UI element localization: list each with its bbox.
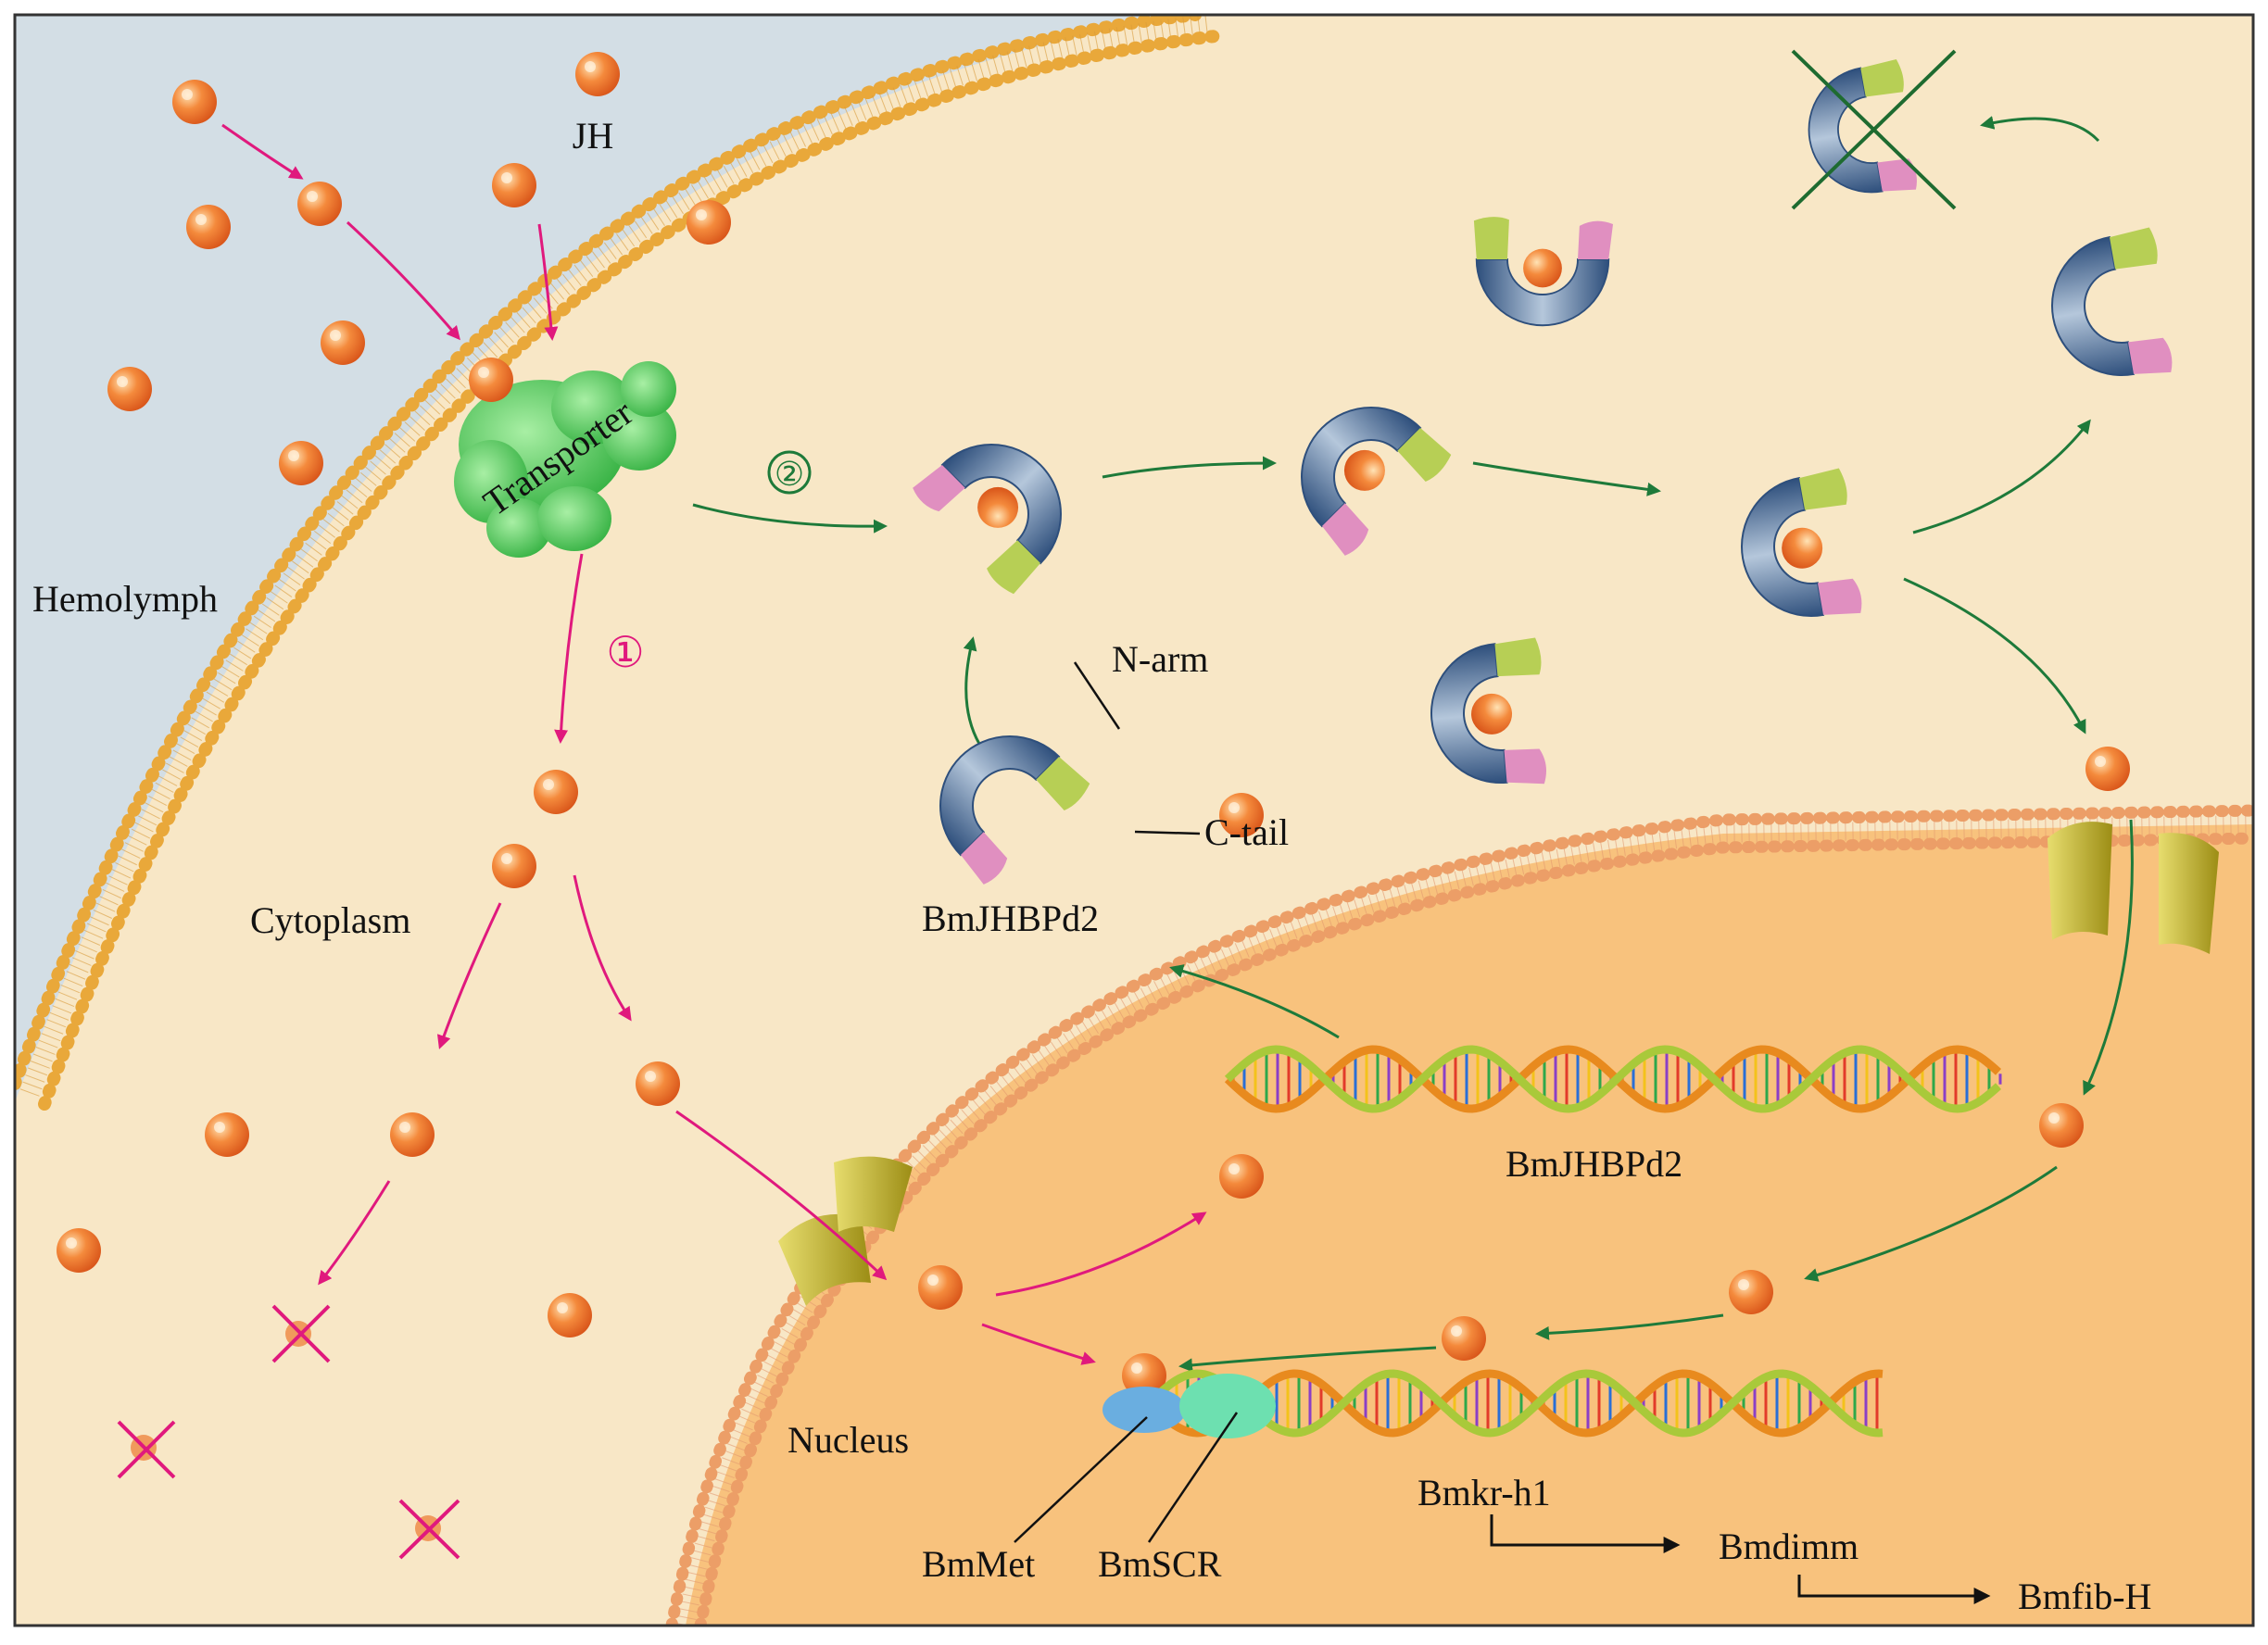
cytoplasm-label: Cytoplasm bbox=[250, 899, 410, 941]
nuclear-membrane bbox=[665, 804, 2253, 1626]
jh-molecule bbox=[492, 163, 536, 207]
jh-molecule bbox=[107, 367, 152, 411]
pathway-2-label: ② bbox=[775, 456, 804, 493]
c-tail-segment bbox=[1321, 503, 1369, 556]
dna-helix-bmjhbpd2 bbox=[1224, 1045, 2002, 1113]
bmdimm-label: Bmdimm bbox=[1719, 1526, 1858, 1567]
jh-molecules bbox=[57, 52, 2130, 1398]
n-arm-segment bbox=[1397, 427, 1452, 482]
bmjhbpd2-protein bbox=[1430, 637, 1546, 785]
jh-molecule bbox=[918, 1265, 963, 1310]
c-tail-segment bbox=[913, 464, 965, 512]
n-arm-segment bbox=[1860, 58, 1904, 97]
c-tail-segment bbox=[2127, 337, 2173, 374]
c-tail-label: C-tail bbox=[1204, 811, 1289, 853]
bmmet-protein bbox=[1102, 1387, 1186, 1433]
jh-molecule bbox=[534, 770, 578, 814]
jh-molecule bbox=[57, 1228, 101, 1273]
jh-molecule bbox=[172, 80, 217, 124]
bmjhbpd2-protein bbox=[939, 735, 1090, 885]
bmjhbpd2-protein bbox=[913, 444, 1062, 595]
jh-molecule bbox=[469, 358, 513, 402]
jh-molecule bbox=[687, 200, 731, 245]
pathway-2-marker bbox=[767, 450, 812, 495]
bmjhbpd2-protein bbox=[1808, 58, 1917, 194]
jh-molecule bbox=[321, 320, 365, 365]
gene-cascade-arrows bbox=[1490, 1514, 1991, 1604]
jh-molecule bbox=[1219, 1154, 1264, 1199]
jh-molecule bbox=[636, 1061, 680, 1106]
degraded-jh-cytoplasm bbox=[117, 1304, 460, 1560]
nucleus-label: Nucleus bbox=[788, 1419, 909, 1461]
jh-molecule bbox=[186, 205, 231, 249]
nuclear-pore-right bbox=[2048, 822, 2219, 954]
c-tail-segment bbox=[1504, 748, 1546, 785]
cell-membrane bbox=[15, 15, 1229, 1111]
figure-frame bbox=[13, 13, 2255, 1627]
bmfib-h-label: Bmfib-H bbox=[2018, 1576, 2151, 1617]
jh-molecule bbox=[1219, 793, 1264, 837]
n-arm-segment bbox=[1798, 468, 1847, 510]
jh-label: JH bbox=[573, 115, 613, 157]
bmmet-label: BmMet bbox=[922, 1543, 1035, 1585]
degraded-protein-cross bbox=[1791, 49, 1957, 210]
bmjhbpd2-protein bbox=[1301, 407, 1452, 556]
c-tail-segment bbox=[1877, 158, 1917, 192]
jh-molecule bbox=[1442, 1316, 1486, 1361]
n-arm-segment bbox=[1494, 637, 1542, 677]
bmkr-h1-label: Bmkr-h1 bbox=[1418, 1472, 1551, 1513]
jh-molecule bbox=[575, 52, 620, 96]
bmscr-label: BmSCR bbox=[1098, 1543, 1222, 1585]
pathway-1-arrows bbox=[221, 123, 1207, 1365]
jh-molecule bbox=[279, 441, 323, 485]
n-arm-segment bbox=[1036, 756, 1090, 810]
c-tail-segment bbox=[1578, 220, 1613, 259]
c-tail-segment bbox=[960, 832, 1008, 885]
n-arm-segment bbox=[1473, 217, 1509, 259]
jh-molecule bbox=[2039, 1103, 2084, 1148]
n-arm-label: N-arm bbox=[1112, 638, 1208, 680]
c-tail-segment bbox=[1817, 578, 1862, 615]
jh-molecule bbox=[1122, 1353, 1166, 1398]
degraded-jh-1 bbox=[271, 1304, 331, 1363]
bmjhbpd2-protein-label: BmJHBPd2 bbox=[922, 898, 1099, 939]
jh-molecule bbox=[1729, 1270, 1773, 1314]
jh-molecule bbox=[548, 1293, 592, 1337]
degraded-jh-3 bbox=[398, 1499, 460, 1560]
bmjhbpd2-protein bbox=[1473, 217, 1613, 327]
bmjhbpd2-protein bbox=[1741, 468, 1862, 617]
bmjhbpd2-protein bbox=[2051, 227, 2173, 376]
bmjhbpd2-gene-label: BmJHBPd2 bbox=[1506, 1143, 1682, 1185]
bmjhbpd2-proteins bbox=[913, 58, 2173, 885]
hemolymph-label: Hemolymph bbox=[32, 578, 218, 620]
jh-molecule bbox=[492, 844, 536, 888]
transporter: Transporter bbox=[454, 361, 676, 558]
jh-molecule bbox=[297, 182, 342, 226]
bmscr-protein bbox=[1179, 1374, 1276, 1438]
leader-lines bbox=[1014, 661, 1239, 1543]
nuclear-pore-left bbox=[778, 1156, 913, 1306]
pathway-1-marker: ① bbox=[606, 629, 644, 676]
n-arm-segment bbox=[2109, 227, 2158, 270]
jh-molecule bbox=[2085, 747, 2130, 791]
jh-molecule bbox=[205, 1112, 249, 1157]
jh-molecule bbox=[390, 1112, 435, 1157]
n-arm-segment bbox=[987, 540, 1041, 595]
degraded-jh-2 bbox=[117, 1420, 176, 1479]
